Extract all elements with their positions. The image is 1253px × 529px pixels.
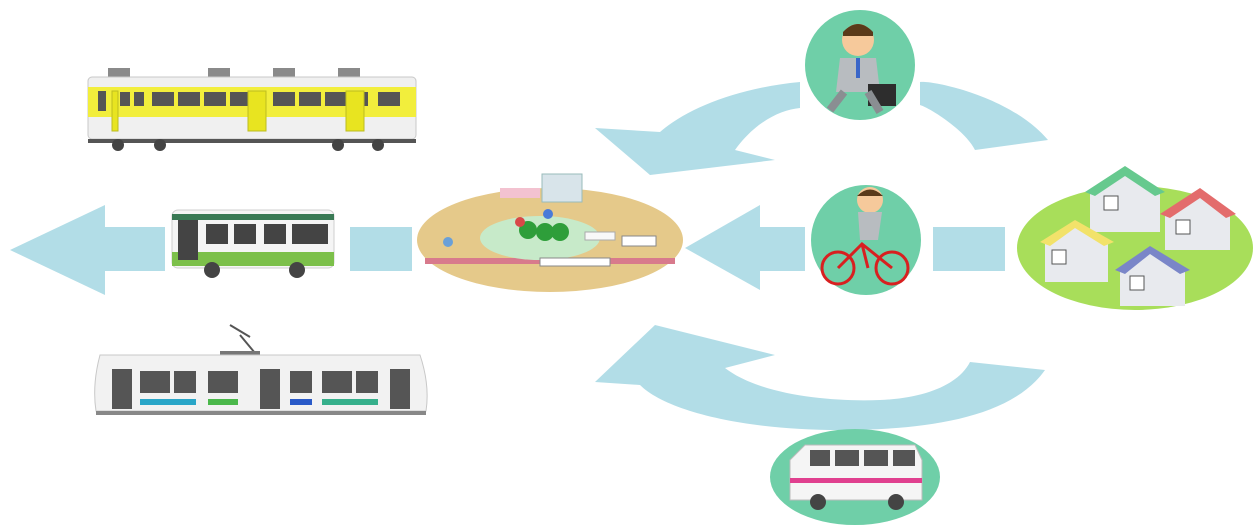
left-arrow-head <box>10 205 105 295</box>
station-plaza-icon <box>417 173 683 292</box>
top-curved-arrow-body <box>595 82 800 175</box>
tram-icon <box>94 324 428 415</box>
houses-icon <box>1017 166 1253 310</box>
bottom-curved-arrow <box>595 325 1045 430</box>
bus-hub-arrow-segment <box>350 227 412 271</box>
center-arrow-head <box>685 205 760 290</box>
train-icon <box>87 68 417 151</box>
bus-icon <box>171 209 335 278</box>
walking-businessman-icon <box>805 10 915 120</box>
left-arrow-stem <box>105 227 165 271</box>
center-arrow-stem <box>760 227 805 271</box>
top-curved-arrow <box>920 81 1048 150</box>
minivan-icon <box>770 429 940 525</box>
cyclist-icon <box>811 185 921 295</box>
houses-cyclist-arrow-segment <box>933 227 1005 271</box>
arrows <box>10 81 1048 430</box>
